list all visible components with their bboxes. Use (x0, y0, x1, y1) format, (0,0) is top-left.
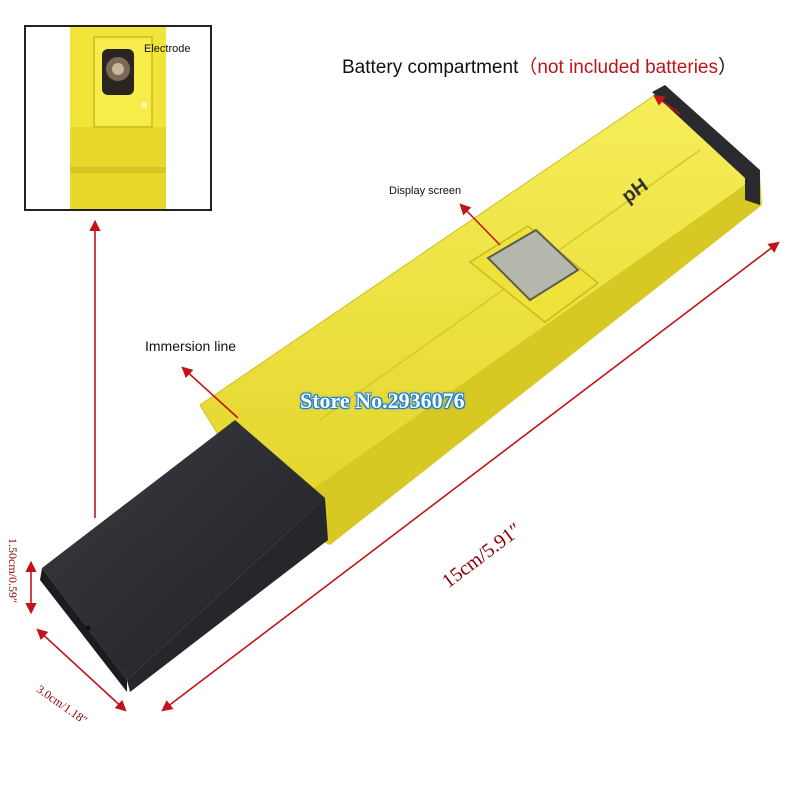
immersion-line-label: Immersion line (145, 338, 237, 354)
battery-note-close-paren: ） (717, 57, 737, 78)
battery-compartment-cap (652, 85, 760, 205)
display-arrow (459, 203, 501, 246)
electrode-closeup (70, 27, 166, 209)
battery-arrow (653, 94, 681, 115)
battery-compartment-label: Battery compartment（not included batteri… (342, 52, 737, 79)
length-dimension-arrow (161, 241, 780, 712)
height-dimension-label: 1.50cm/0.59″ (6, 538, 20, 603)
store-watermark: Store No.2936076 (300, 388, 465, 413)
battery-note-open-paren: （ (518, 57, 538, 78)
electrode-inset: Electrode (24, 25, 212, 211)
display-screen-label: Display screen (389, 185, 462, 197)
battery-compartment-text: Battery compartment (342, 57, 519, 78)
cap-hole (85, 625, 91, 631)
electrode-label: Electrode (144, 43, 191, 55)
width-dimension-arrow (36, 628, 127, 712)
battery-note-text: not included batteries (537, 57, 718, 78)
